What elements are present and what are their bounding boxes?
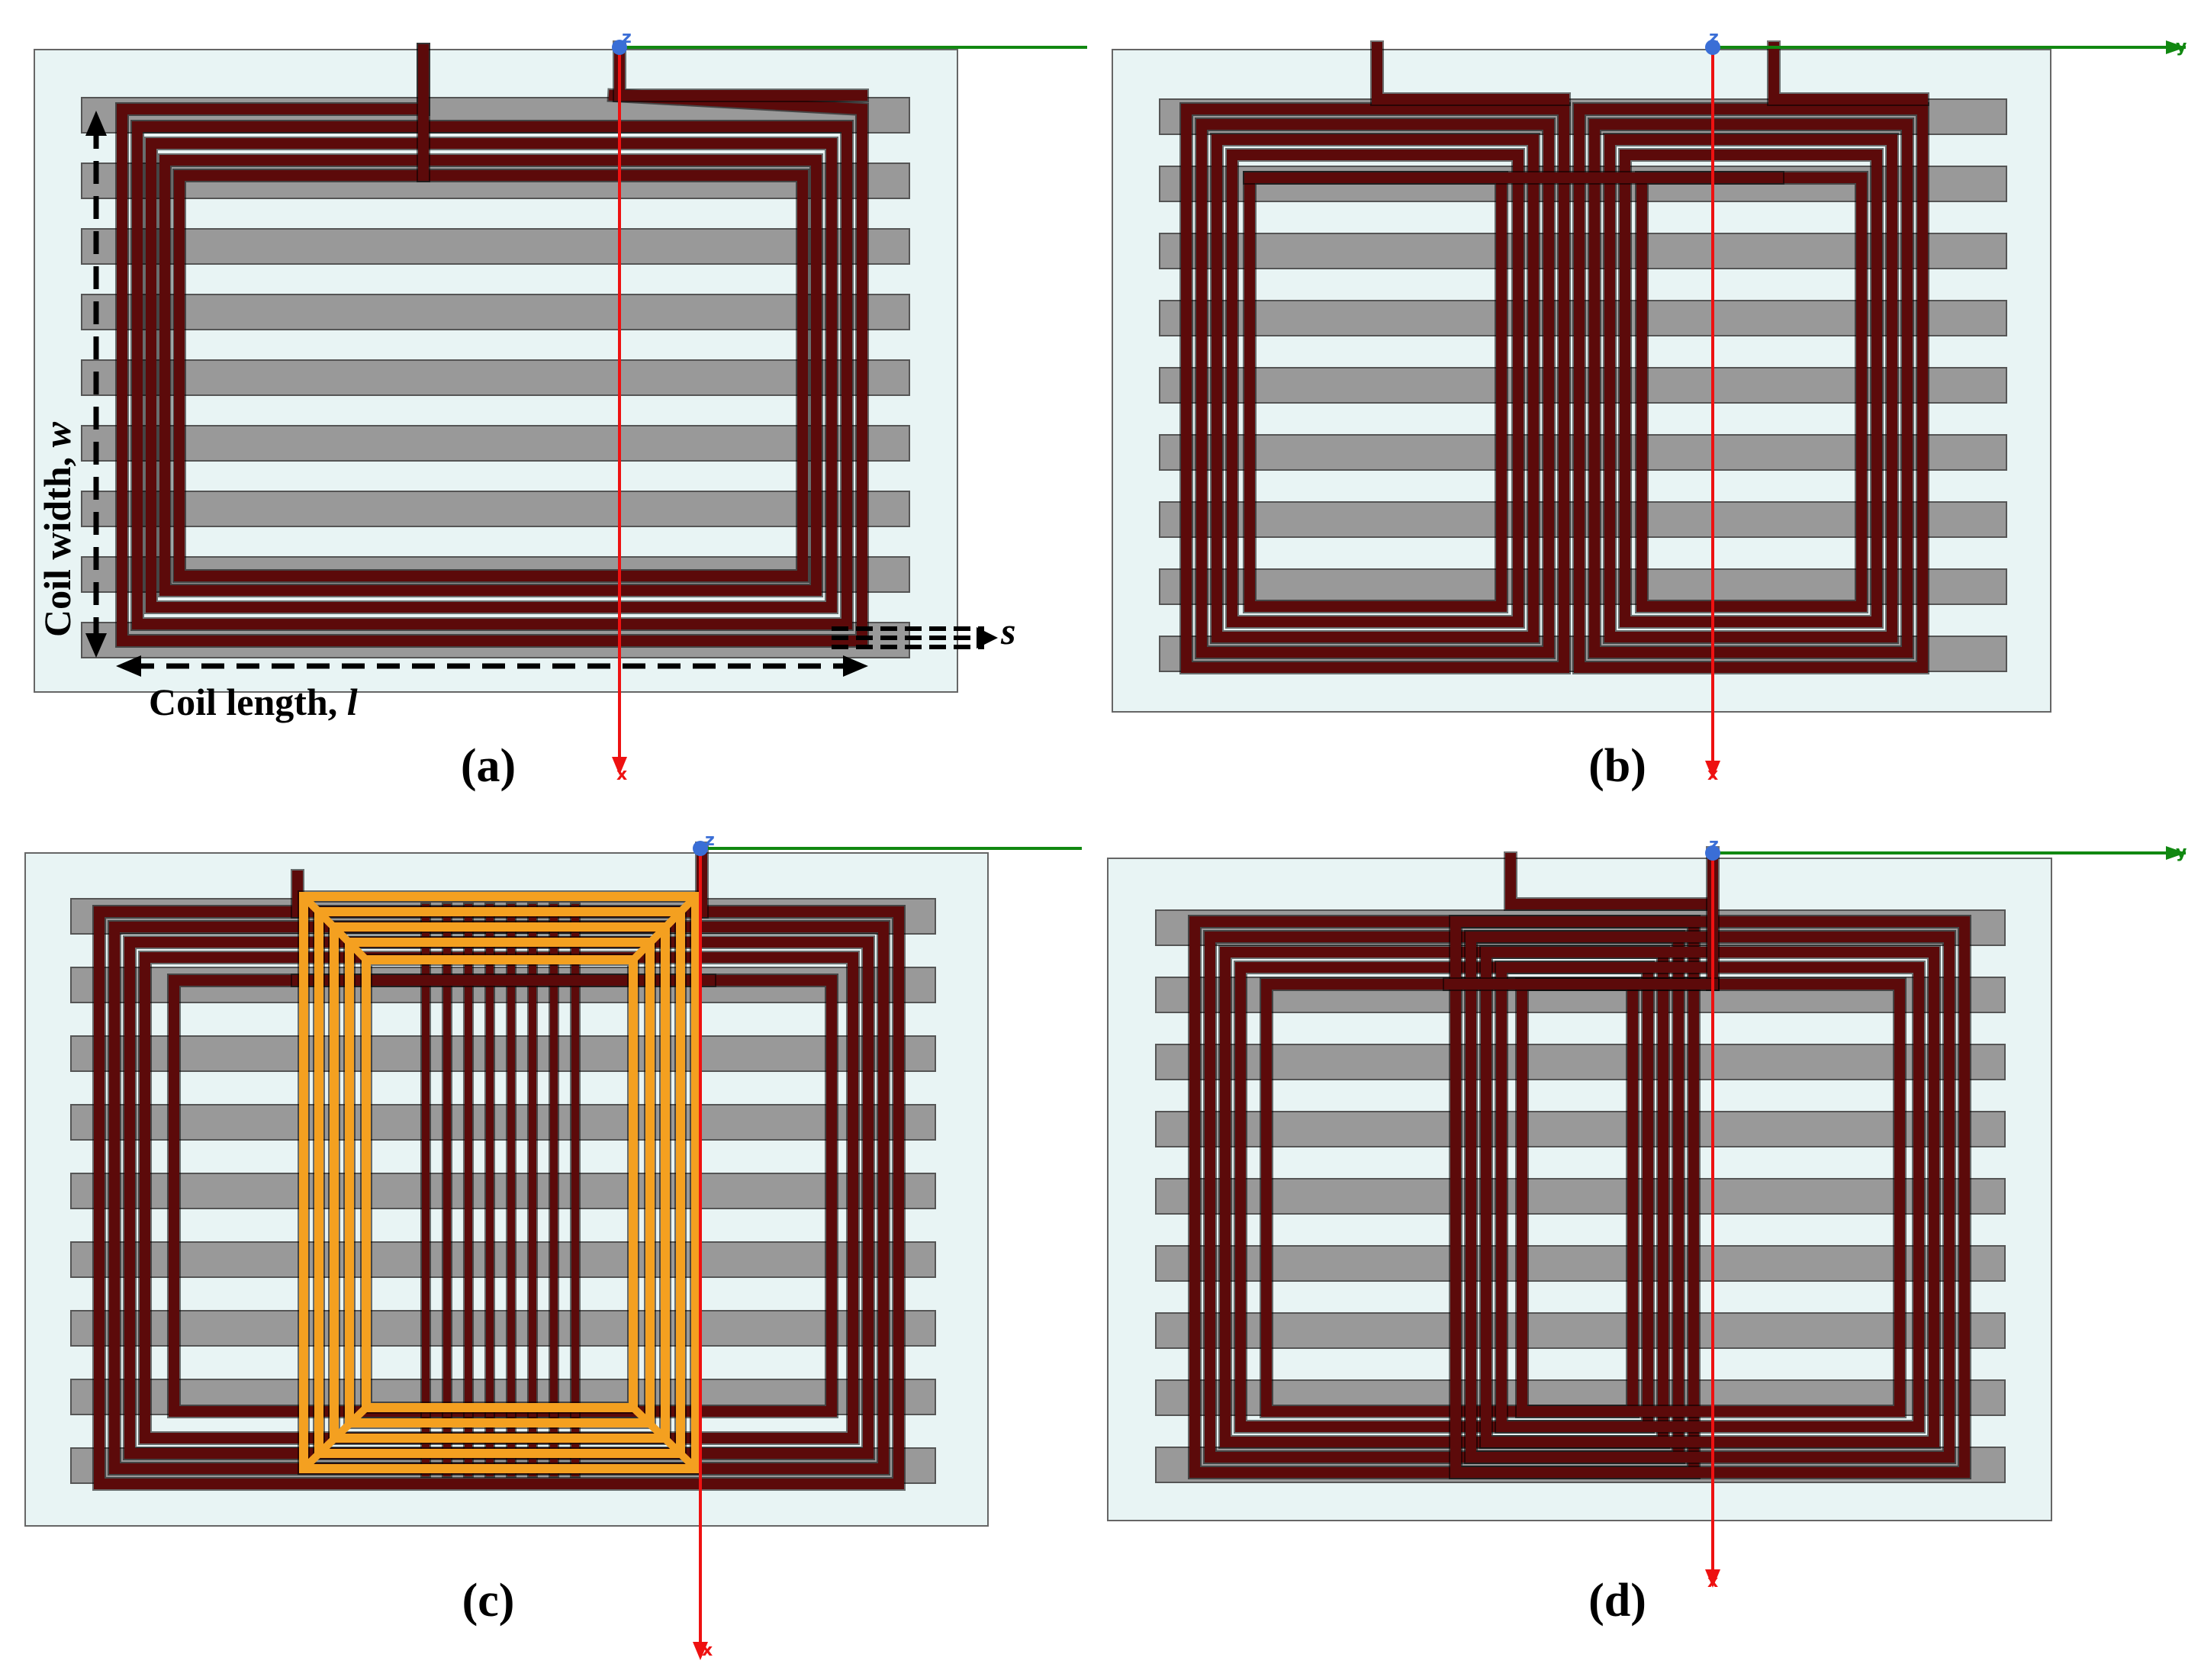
panel-label-a: (a) — [461, 740, 516, 792]
axis-y-tag-b: y — [2176, 37, 2187, 56]
ferrite-bar — [1155, 1312, 2006, 1349]
ferrite-bar — [81, 228, 910, 265]
ferrite-bar — [70, 1241, 936, 1278]
panel-label-d: (d) — [1588, 1575, 1646, 1627]
axis-y-tag-d: y — [2176, 843, 2187, 862]
coil-width-label: Coil width, w — [36, 421, 79, 637]
coil-b-left-turn — [1196, 119, 1554, 658]
axis-origin — [693, 841, 708, 856]
ferrite-bar — [70, 1035, 936, 1072]
coil-b-left-turn — [1212, 134, 1539, 642]
axis-x-tag-a: x — [616, 765, 627, 784]
coil-b-right-turn — [1604, 134, 1897, 642]
ferrite-bar — [1155, 1044, 2006, 1080]
axis-x-arrowhead — [612, 757, 627, 775]
coil-b-lead-left — [1372, 42, 1569, 105]
axis-z-tag-c: z — [705, 831, 715, 850]
axis-z-tag-a: z — [622, 28, 632, 47]
ferrite-bar — [81, 294, 910, 330]
coil-c-q-corner — [301, 893, 369, 963]
coil-d-right-turn — [1481, 947, 1939, 1447]
coil-d-lead-left — [1505, 853, 1714, 909]
coil-c-q-corner — [301, 1405, 369, 1472]
ferrite-bar — [70, 1173, 936, 1209]
ferrite-bar — [70, 1104, 936, 1141]
coil-d-right-turn — [1450, 916, 1970, 1478]
ferrite-bar — [81, 425, 910, 462]
axis-origin — [1705, 845, 1720, 861]
ferrite-bar — [1155, 1245, 2006, 1282]
coil-a-turn — [174, 170, 808, 581]
dimension-annotations — [85, 111, 998, 677]
panel-a — [34, 40, 1087, 775]
spacing-arrow — [832, 626, 998, 649]
coil-b-right-turn — [1574, 104, 1928, 673]
axis-y-arrowhead — [2166, 40, 2186, 54]
ferrite-bar — [81, 359, 910, 396]
coil-c-q-corner — [630, 893, 699, 963]
axis-x-arrowhead — [1705, 1569, 1720, 1588]
panel-b — [1112, 40, 2186, 779]
panel-c — [24, 841, 1082, 1660]
panel-d — [1107, 845, 2186, 1588]
coil-d-right-turn — [1466, 932, 1955, 1463]
coil-c-q-corner — [630, 1405, 699, 1472]
coil-b-right-turn — [1620, 150, 1882, 627]
axis-x-arrowhead — [1705, 761, 1720, 779]
coil-a-turn — [132, 121, 852, 629]
axis-y-arrowhead — [2166, 846, 2186, 860]
panel-label-c: (c) — [462, 1575, 515, 1627]
coil-b-right-turn — [1636, 172, 1867, 612]
coil-length-label: Coil length, l — [149, 681, 358, 723]
axis-origin — [612, 40, 627, 55]
ferrite-bar — [81, 491, 910, 527]
axis-x-tag-b: x — [1707, 765, 1718, 784]
coil-a-turn — [159, 155, 822, 596]
coil-length-arrow — [116, 655, 868, 677]
axis-z-tag-b: z — [1709, 28, 1719, 47]
axis-x-arrowhead — [693, 1642, 708, 1660]
coil-width-arrow — [85, 111, 107, 658]
axis-x-tag-d: x — [1707, 1572, 1718, 1591]
coil-a-turn — [146, 138, 837, 613]
coil-b-right-turn — [1589, 119, 1913, 658]
ferrite-bar — [1155, 1111, 2006, 1147]
axis-z-tag-d: z — [1709, 835, 1719, 854]
coil-d-right-turn — [1496, 962, 1924, 1432]
coil-b-left-turn — [1227, 150, 1524, 627]
ferrite-bar — [1155, 1178, 2006, 1215]
ferrite-bar — [70, 1310, 936, 1347]
spacing-label: s — [1000, 610, 1015, 652]
coil-d-right-turn — [1517, 979, 1905, 1417]
axis-origin — [1705, 40, 1720, 55]
panel-label-b: (b) — [1588, 740, 1646, 792]
coil-b-lead-right — [1768, 42, 1928, 105]
axis-x-tag-c: x — [702, 1641, 713, 1660]
coil-b-left-turn — [1181, 104, 1569, 673]
